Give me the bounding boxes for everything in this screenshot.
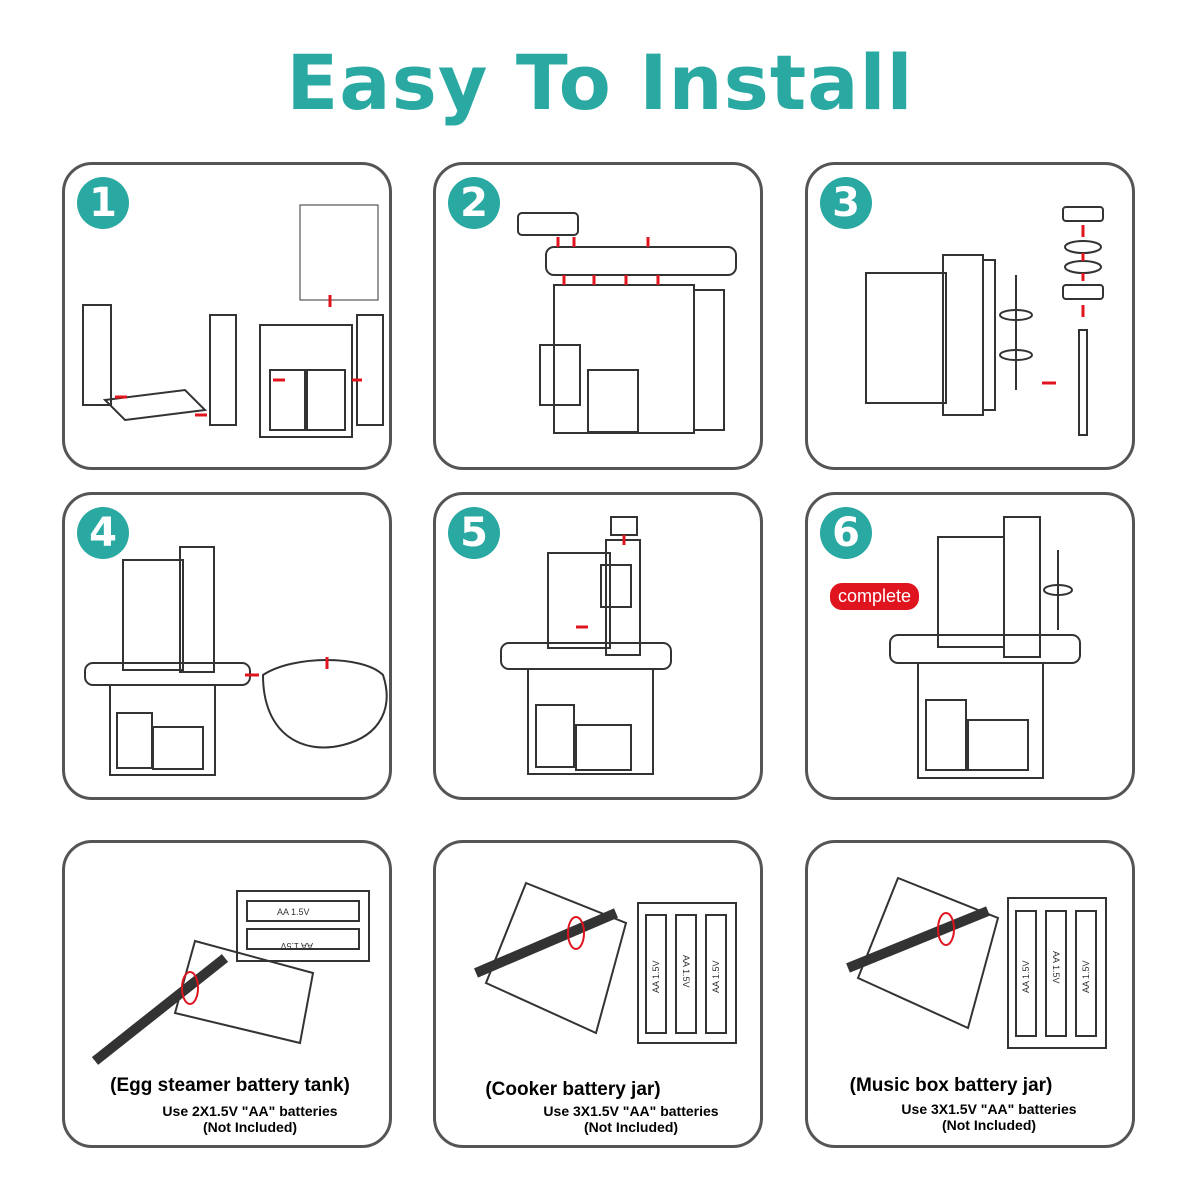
battery-note: (Not Included) [202,1119,298,1135]
battery-label: AA 1.5V [280,941,313,951]
battery-usage: Use 3X1.5V "AA" batteries [901,1101,1077,1117]
battery-note: (Not Included) [941,1117,1037,1133]
complete-badge: complete [830,583,920,610]
step-2-illustration [517,212,737,434]
step-6-illustration [889,516,1081,779]
step-3-illustration [865,206,1104,436]
step-5-illustration [500,516,672,775]
step-number-badge: 4 [77,507,129,559]
battery-label: AA 1.5V [651,960,661,993]
battery-installation-illustration: AA 1.5V AA 1.5V AA 1.5V [474,881,737,1044]
step-number-badge: 2 [448,177,500,229]
step-number-badge: 1 [77,177,129,229]
step-6-panel: 6 complete [805,492,1135,800]
step-2-panel: 2 [433,162,763,470]
step-3-panel: 3 [805,162,1135,470]
battery-label: AA 1.5V [1021,960,1031,993]
music-box-battery-panel: AA 1.5V AA 1.5V AA 1.5V (Music box batte… [805,840,1135,1148]
battery-note: (Not Included) [583,1119,679,1135]
battery-title: (Music box battery jar) [849,1075,1053,1096]
step-number-badge: 3 [820,177,872,229]
battery-title: (Egg steamer battery tank) [110,1075,350,1096]
battery-label: AA 1.5V [1051,951,1061,984]
battery-usage: Use 2X1.5V "AA" batteries [162,1103,338,1119]
step-number-badge: 5 [448,507,500,559]
battery-label: AA 1.5V [1081,960,1091,993]
step-4-panel: 4 [62,492,392,800]
page-title: Easy To Install [286,38,914,127]
step-4-illustration [84,546,388,776]
battery-label: AA 1.5V [711,960,721,993]
battery-usage: Use 3X1.5V "AA" batteries [543,1103,719,1119]
battery-installation-illustration: AA 1.5V AA 1.5V AA 1.5V [846,876,1107,1049]
battery-label: AA 1.5V [277,907,310,917]
battery-label: AA 1.5V [681,955,691,988]
step-number-badge: 6 [820,507,872,559]
step-5-panel: 5 [433,492,763,800]
step-1-panel: 1 [62,162,392,470]
step-1-illustration [82,204,384,438]
egg-steamer-battery-panel: AA 1.5V AA 1.5V (Egg steamer battery tan… [62,840,392,1148]
battery-title: (Cooker battery jar) [485,1079,661,1100]
cooker-battery-panel: AA 1.5V AA 1.5V AA 1.5V (Cooker battery … [433,840,763,1148]
battery-installation-illustration: AA 1.5V AA 1.5V [91,890,370,1065]
